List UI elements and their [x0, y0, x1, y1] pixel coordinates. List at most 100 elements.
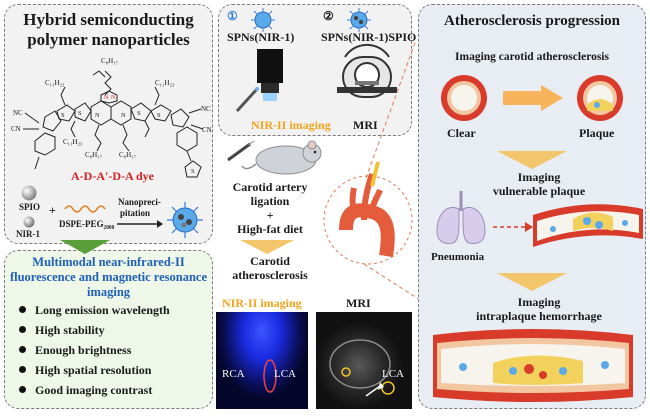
multimodal-title-line2: fluorescence and magnetic resonance: [9, 270, 208, 284]
pneumonia-label: Pneumonia: [431, 251, 485, 263]
step3-label-line2: intraplaque hemorrhage: [476, 309, 602, 323]
model-line2: ligation: [250, 194, 290, 208]
feature-item: Enough brightness: [19, 343, 131, 358]
feature-text: Long emission wavelength: [35, 303, 170, 317]
peg-chain-icon: [64, 205, 106, 213]
lungs-icon: [436, 191, 486, 244]
model-line3: +: [266, 208, 274, 222]
chain-label-4: C₈H₁₇: [85, 151, 103, 159]
step3-label-line1: Imaging: [517, 295, 561, 309]
bullet-icon: [19, 326, 26, 333]
progression-panel: Atherosclerosis progression Imaging caro…: [418, 4, 646, 409]
progress-arrow-icon: [503, 85, 563, 111]
svg-text:S: S: [191, 168, 195, 175]
cn-label-2: CN: [11, 125, 21, 133]
cn-label-4: CN: [202, 126, 212, 134]
step2-label-line2: vulnerable plaque: [492, 184, 586, 198]
probe1-nanoparticle-icon: [251, 8, 275, 32]
probe2-nanoparticle-icon: [347, 8, 371, 32]
probe-number-2: ②: [323, 9, 334, 23]
mode1-label: NIR-II imaging: [251, 118, 331, 132]
down-arrow-icon: [497, 151, 567, 169]
step2-label-line1: Imaging: [517, 170, 561, 184]
probe2-label: SPNs(NIR-1)SPIO: [321, 30, 417, 44]
step1-label: Imaging carotid atherosclerosis: [455, 51, 609, 63]
nanoprecipitation-label-1: Nanopreci-: [118, 197, 161, 207]
mouse-icon: [241, 140, 322, 175]
lca-marker-icon: [263, 359, 277, 393]
nanoprecipitation-arrow-icon: [117, 220, 163, 228]
svg-text:S: S: [137, 110, 141, 117]
carotid-artery-icon: [323, 161, 413, 265]
multimodal-panel: Multimodal near-infrared-II fluorescence…: [4, 250, 213, 409]
svg-text:N: N: [121, 112, 126, 119]
lca-label: LCA: [274, 368, 296, 380]
hybrid-title-line1: Hybrid semiconducting: [23, 10, 194, 29]
chain-label-1: C₈H₁₇: [101, 57, 119, 65]
svg-text:N: N: [95, 112, 100, 119]
down-arrow-icon-2: [497, 273, 567, 291]
chain-label-5: C₈H₁₇: [119, 151, 137, 159]
model-line1: Carotid artery: [232, 180, 308, 194]
vulnerable-plaque-vessel-icon: [533, 204, 643, 247]
nanoprecipitation-label-2: pitation: [120, 208, 151, 218]
connector-arrow-icon: [60, 240, 110, 254]
svg-text:S: S: [61, 112, 65, 119]
multimodal-title-line3: imaging: [86, 285, 131, 299]
nir-image: RCA LCA: [216, 312, 308, 409]
chain-label-2: C₁₁H₂₃: [45, 79, 65, 87]
bullet-icon: [19, 346, 26, 353]
nir1-sphere-icon: [23, 216, 35, 228]
mri-image: LCA: [316, 312, 412, 409]
model-result-line1: Carotid: [250, 254, 290, 268]
feature-text: High stability: [35, 323, 105, 337]
feature-item: High spatial resolution: [19, 363, 151, 378]
nir-camera-icon: [235, 49, 283, 113]
dspe-peg-label: DSPE-PEG₂₀₀₀: [59, 219, 115, 229]
mri-scanner-icon: [337, 43, 397, 98]
svg-text:S: S: [157, 112, 161, 119]
dashed-arrow-icon: [493, 222, 533, 232]
feature-text: Good imaging contrast: [35, 383, 153, 397]
model-arrow-icon: [240, 240, 294, 254]
probe-number-1: ①: [227, 9, 238, 23]
svg-text:N: N: [111, 95, 116, 101]
cn-label-3: NC: [201, 105, 211, 113]
rca-label: RCA: [222, 368, 245, 380]
mri-ring-icon: [329, 339, 395, 397]
nir-image-title: NIR-II imaging: [222, 296, 302, 310]
feature-item: High stability: [19, 323, 105, 338]
probes-panel: ① ② SPNs(NIR-1) SPNs(NIR-1)SPIO NIR-II i…: [218, 4, 416, 136]
nir1-label: NIR-1: [16, 229, 40, 239]
connector-lines-icon-2: [363, 263, 421, 301]
plaque-vessel-icon: [577, 75, 623, 121]
hybrid-panel: Hybrid semiconducting polymer nanopartic…: [4, 4, 213, 244]
probe1-label: SPNs(NIR-1): [227, 30, 295, 44]
chain-label-3: C₁₁H₂₃: [155, 79, 175, 87]
plaque-label: Plaque: [579, 126, 615, 140]
plus-sign: +: [49, 203, 56, 217]
hybrid-title-line2: polymer nanoparticles: [27, 30, 190, 49]
clear-vessel-icon: [441, 75, 487, 121]
svg-text:S: S: [78, 110, 82, 117]
mri-lca-label: LCA: [382, 368, 404, 380]
model-result-line2: atherosclerosis: [232, 268, 308, 282]
bullet-icon: [19, 366, 26, 373]
dye-label: A-D-A'-D-A dye: [71, 169, 154, 183]
svg-text:N: N: [104, 95, 109, 101]
spio-sphere-icon: [21, 185, 37, 201]
chain-label-6: C₁₁H₂₃: [63, 138, 83, 146]
feature-text: High spatial resolution: [35, 363, 152, 377]
feature-item: Good imaging contrast: [19, 383, 152, 398]
bullet-icon: [19, 386, 26, 393]
feature-text: Enough brightness: [35, 343, 132, 357]
spio-label: SPIO: [19, 202, 41, 212]
feature-item: Long emission wavelength: [19, 303, 170, 318]
cn-label-1: NC: [13, 109, 23, 117]
syringe-icon: [227, 140, 255, 162]
hemorrhage-vessel-icon: [433, 329, 633, 402]
mode2-label: MRI: [353, 118, 378, 132]
progression-title: Atherosclerosis progression: [444, 13, 620, 29]
connector-lines-icon: [365, 39, 417, 179]
